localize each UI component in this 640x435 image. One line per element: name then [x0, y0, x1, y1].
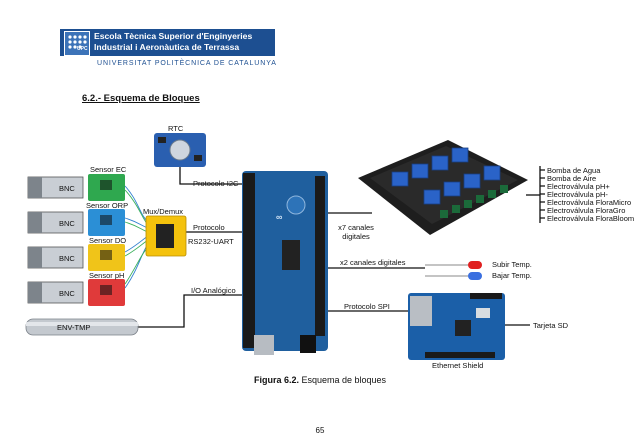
label-protocolo-spi: Protocolo SPI: [344, 302, 390, 311]
label-sensor-ec: Sensor EC: [90, 165, 127, 174]
upc-logo-banner: [60, 29, 275, 56]
school-name-line2: Industrial i Aeronàutica de Terrassa: [94, 42, 240, 52]
label-bnc-1: BNC: [59, 184, 75, 193]
label-x7-canales: x7 canales: [338, 223, 374, 232]
line-rtc-i2c: [179, 165, 242, 185]
university-name: UNIVERSITAT POLITÈCNICA DE CATALUNYA: [97, 60, 277, 67]
relay-output-1: Bomba de Agua: [547, 166, 601, 175]
label-protocolo-i2c: Protocolo I2C: [193, 179, 239, 188]
figure-caption: Figura 6.2. Esquema de bloques: [0, 375, 640, 386]
label-mux-demux: Mux/Demux: [143, 207, 184, 216]
mux-demux-board: [145, 215, 187, 257]
relay-board: [358, 140, 528, 235]
label-rtc: RTC: [168, 124, 184, 133]
label-sensor-ph: Sensor pH: [89, 271, 125, 280]
relay-output-6: Electroválvula FloraGro: [547, 206, 626, 215]
label-io-analogico: I/O Analógico: [191, 286, 236, 295]
relay-output-5: Electroválvula FloraMicro: [547, 198, 632, 207]
label-subir-temp: Subir Temp.: [492, 260, 532, 269]
relay-output-2: Bomba de Aire: [547, 174, 597, 183]
school-name-line1: Escola Tècnica Superior d'Enginyeries: [94, 31, 253, 41]
upc-logo-icon: UPC: [64, 31, 90, 56]
label-rs232-uart: RS232-UART: [188, 237, 234, 246]
page-number: 65: [315, 426, 325, 435]
label-bnc-2: BNC: [59, 219, 75, 228]
label-tarjeta-sd: Tarjeta SD: [533, 321, 569, 330]
relay-output-7: Electroválvula FloraBloom: [547, 214, 635, 223]
label-digitales: digitales: [342, 232, 370, 241]
env-tmp-probe: [25, 318, 139, 336]
line-envtmp-io: [138, 294, 242, 328]
led-blue: [468, 272, 482, 280]
figure-caption-text: Esquema de bloques: [298, 375, 387, 385]
label-protocolo: Protocolo: [193, 223, 225, 232]
label-bajar-temp: Bajar Temp.: [492, 271, 532, 280]
section-heading: 6.2.- Esquema de Bloques: [82, 93, 200, 104]
arduino-mega-board: ∞: [242, 171, 328, 355]
ethernet-shield: [408, 293, 505, 360]
relay-output-4: Electroválvula pH-: [547, 190, 608, 199]
label-sensor-orp: Sensor ORP: [86, 201, 129, 210]
label-x2-canales-digitales: x2 canales digitales: [340, 258, 406, 267]
label-bnc-4: BNC: [59, 289, 75, 298]
label-sensor-do: Sensor DO: [89, 236, 127, 245]
rtc-module: [154, 133, 206, 167]
svg-text:∞: ∞: [276, 212, 283, 222]
figure-caption-number: Figura 6.2.: [253, 375, 299, 385]
label-bnc-3: BNC: [59, 254, 75, 263]
relay-output-3: Electroválvula pH+: [547, 182, 610, 191]
led-red: [468, 261, 482, 269]
upc-logo-text: UPC: [77, 46, 88, 52]
led-indicators: [425, 261, 482, 280]
label-env-tmp: ENV-TMP: [57, 323, 91, 332]
label-ethernet-shield: Ethernet Shield: [432, 361, 484, 370]
